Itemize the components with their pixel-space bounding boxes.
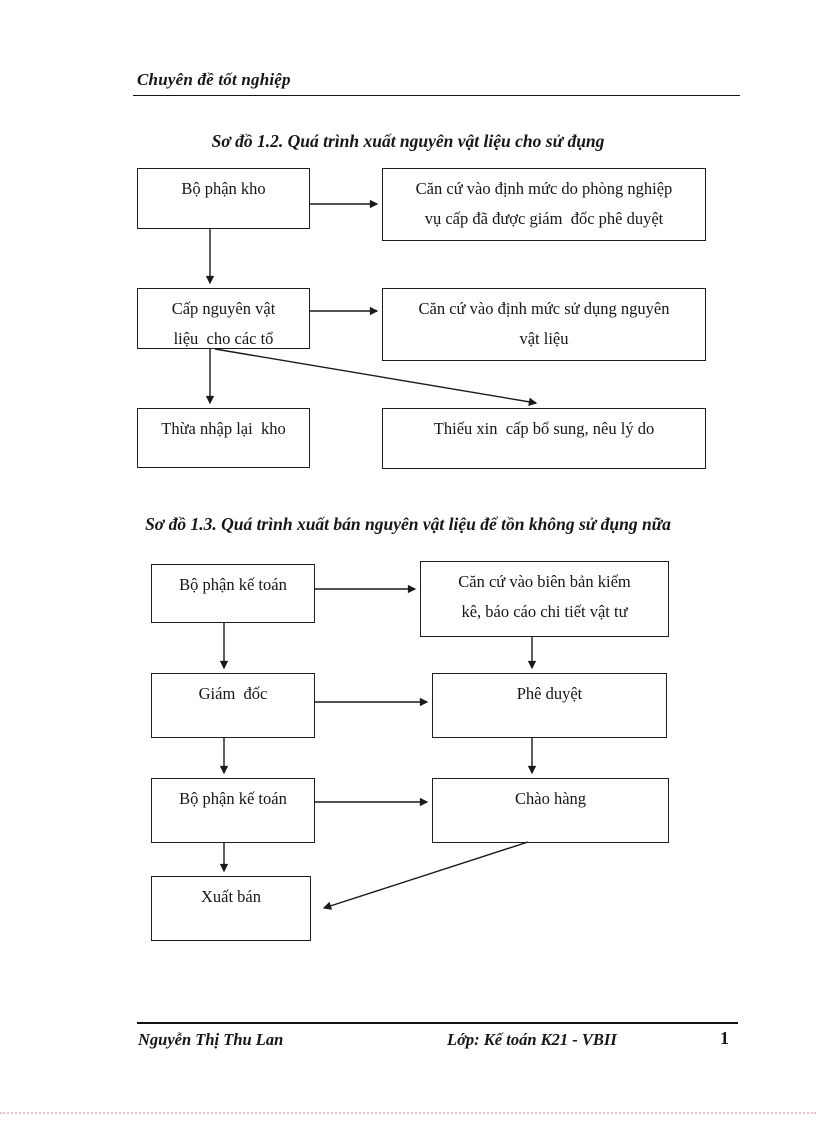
flow2-node-phe-duyet: Phê duyệt xyxy=(432,673,667,738)
flow1-node-thua-nhap-lai-kho: Thừa nhập lại kho xyxy=(137,408,310,468)
flow1-node-cap-nguyen-vat-lieu: Cấp nguyên vật liệu cho các tổ xyxy=(137,288,310,349)
flow2-node-chao-hang: Chào hàng xyxy=(432,778,669,843)
footer-author: Nguyễn Thị Thu Lan xyxy=(138,1030,284,1049)
diagram1-title: Sơ đồ 1.2. Quá trình xuất nguyên vật liệ… xyxy=(211,131,605,151)
flow1-node-bo-phan-kho: Bộ phận kho xyxy=(137,168,310,229)
flow2-node-can-cu-bien-ban: Căn cứ vào biên bản kiểm kê, báo cáo chi… xyxy=(420,561,669,637)
flow1-node-can-cu-dinh-muc-phong: Căn cứ vào định mức do phòng nghiệp vụ c… xyxy=(382,168,706,241)
flow2-node-giam-doc: Giám đốc xyxy=(151,673,315,738)
flow2-node-bo-phan-ke-toan-2: Bộ phận kế toán xyxy=(151,778,315,843)
arrow-chao-hang-to-xuat-ban xyxy=(322,841,529,910)
diagram2-title: Sơ đồ 1.3. Quá trình xuất bán nguyên vật… xyxy=(145,514,671,534)
footer-rule xyxy=(137,1022,738,1024)
page-header: Chuyên đề tốt nghiệp xyxy=(137,70,291,89)
flow2-node-bo-phan-ke-toan-1: Bộ phận kế toán xyxy=(151,564,315,623)
flow2-node-xuat-ban: Xuất bán xyxy=(151,876,311,941)
footer-page-number: 1 xyxy=(720,1028,729,1048)
flow1-node-thieu-xin-cap-bo-sung: Thiếu xin cấp bổ sung, nêu lý do xyxy=(382,408,706,469)
bottom-dotted-rule xyxy=(0,1112,816,1114)
header-rule xyxy=(133,95,740,96)
flow1-node-can-cu-dinh-muc-su-dung: Căn cứ vào định mức sử dụng nguyên vật l… xyxy=(382,288,706,361)
footer-class-info: Lớp: Kế toán K21 - VBII xyxy=(447,1030,617,1049)
